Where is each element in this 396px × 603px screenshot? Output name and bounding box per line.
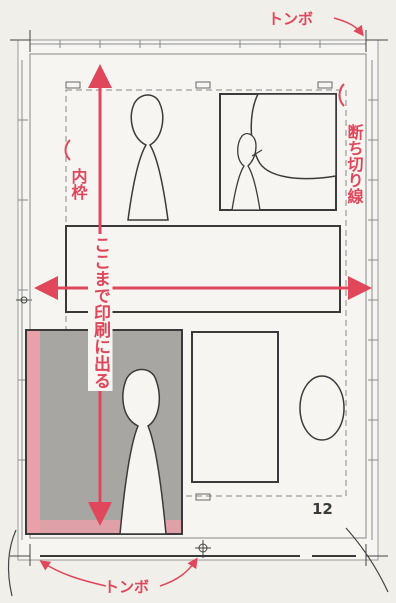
print-extent-label: ここまで印刷に出る <box>90 236 111 389</box>
oval-icon <box>299 375 345 441</box>
figure-silhouette-icon <box>127 94 169 221</box>
tombo-top-label: トンボ <box>268 10 313 28</box>
tombo-bottom-label: トンボ <box>104 578 149 596</box>
uchiwaku-label: 内枠 <box>69 167 88 201</box>
page-number: 12 <box>312 500 333 518</box>
speech-bubble-icon <box>250 93 337 180</box>
danchi-kirisen-label: 断ち切り線 <box>345 123 364 205</box>
small-figure-icon <box>231 132 261 211</box>
bleed-figure-icon <box>119 368 167 535</box>
bleed-leader-left <box>7 529 17 597</box>
panel-bottom-middle <box>191 331 279 483</box>
page-leader-right <box>345 527 389 593</box>
top-ruler <box>30 40 366 48</box>
tombo-bottom-leader-left <box>39 560 107 587</box>
danchi-bracket <box>338 83 345 107</box>
tombo-bottom-leader-right <box>159 557 198 587</box>
uchiwaku-bracket <box>64 139 71 161</box>
bleed-area-pink <box>26 330 40 534</box>
tombo-crop-mark-icon <box>10 30 388 566</box>
print-label-backing <box>88 234 113 391</box>
tombo-top-leader <box>333 17 364 37</box>
bubble-tail <box>251 149 263 157</box>
right-ruler <box>368 60 378 540</box>
